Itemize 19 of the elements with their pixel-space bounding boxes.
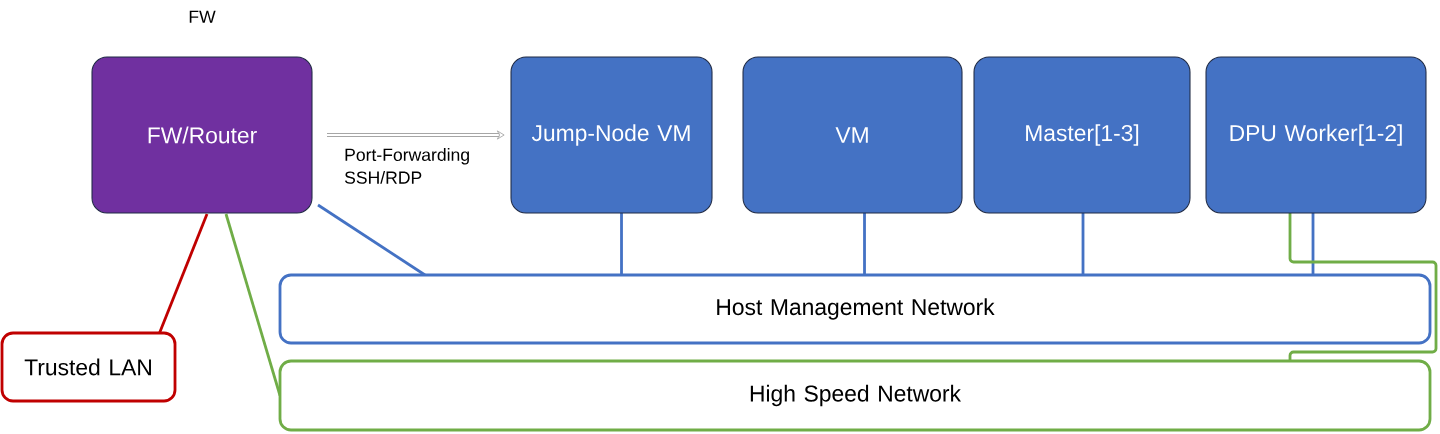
- connector-line: [224, 213, 282, 396]
- network-bar: High Speed Network: [278, 359, 1432, 432]
- connector-line: [620, 213, 623, 275]
- server-box: DPU Worker[1-2]: [1205, 56, 1427, 214]
- connector-line: [1311, 213, 1315, 275]
- connector-line: [863, 213, 866, 275]
- vm-box: VM: [742, 56, 963, 214]
- arrow: [327, 130, 505, 140]
- heading-text: FW: [189, 10, 216, 23]
- lan-box: Trusted LAN: [0, 331, 177, 403]
- connector-line: [1288, 213, 1438, 361]
- server-box: Master[1-3]: [973, 56, 1191, 214]
- network-bar: Host Management Network: [278, 273, 1432, 345]
- connector-line: [1081, 213, 1085, 275]
- connector-line: [317, 203, 426, 277]
- edge-label: Port-Forwarding SSH/RDP: [344, 148, 469, 184]
- vm-box: Jump-Node VM: [510, 56, 713, 214]
- router-box: FW/Router: [91, 56, 313, 214]
- connector-line: [158, 213, 209, 334]
